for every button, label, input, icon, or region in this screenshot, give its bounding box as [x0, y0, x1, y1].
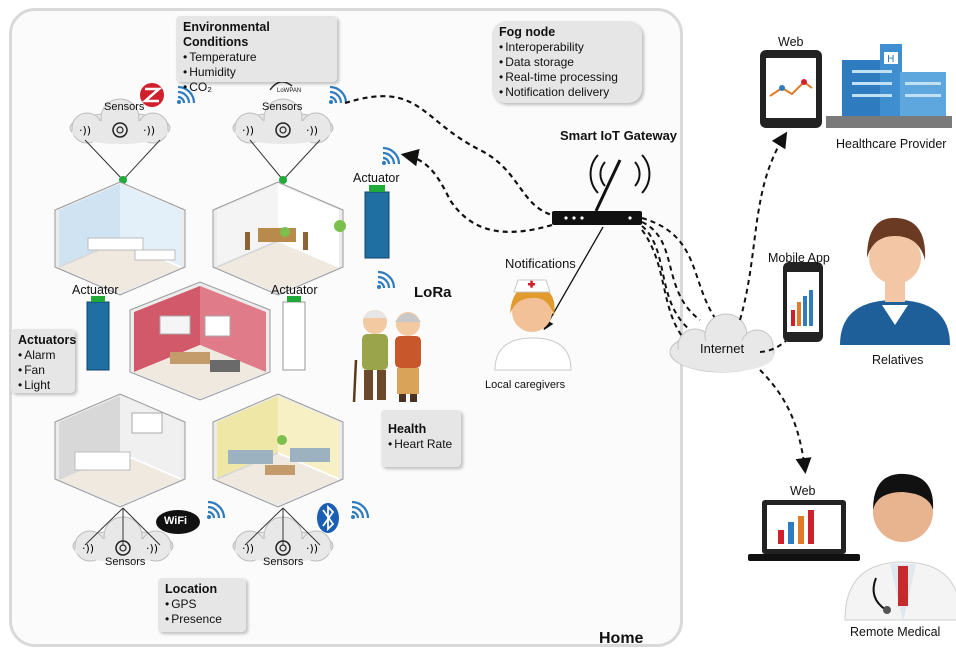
bubble-title: Actuators — [18, 333, 77, 347]
relatives-label: Relatives — [872, 353, 924, 367]
link-gateway-caregiver — [543, 226, 604, 331]
actuator-label: Actuator — [72, 283, 119, 297]
actuator-item: Fan — [18, 363, 68, 378]
nurse-icon — [494, 279, 572, 371]
fog-item: Interoperability — [499, 40, 635, 55]
hospital-icon: H — [826, 44, 952, 128]
home-label: Home — [599, 630, 644, 647]
link-sensors-gateway — [344, 95, 553, 217]
sensors-label: Sensors — [262, 101, 303, 113]
health-bubble: Health Heart Rate — [381, 410, 461, 467]
env-item: Temperature — [183, 50, 330, 65]
sensors-label: Sensors — [104, 101, 145, 113]
gateway-label: Smart IoT Gateway — [560, 128, 678, 143]
doctor-icon — [844, 473, 956, 622]
link-internet-web — [739, 131, 788, 321]
tablet-icon — [760, 50, 822, 128]
sensors-label: Sensors — [263, 556, 304, 568]
svg-text:H: H — [887, 54, 895, 65]
healthcare-provider-label: Healthcare Provider — [836, 137, 947, 151]
lowpan-label: LoWPAN — [277, 88, 302, 94]
internet-cloud — [669, 313, 775, 373]
fog-item: Notification delivery — [499, 85, 635, 100]
bubble-title: Health — [388, 422, 427, 436]
lora-label: LoRa — [414, 284, 452, 301]
bubble-title: Fog node — [499, 25, 556, 39]
fog-item: Real-time processing — [499, 70, 635, 85]
env-item: CO₂ — [183, 80, 330, 95]
fog-item: Data storage — [499, 55, 635, 70]
wireless-signal-icon — [205, 500, 226, 521]
link-gateway-actuator — [400, 148, 553, 233]
wireless-signal-icon — [380, 146, 401, 167]
actuator-label: Actuator — [353, 171, 400, 185]
notifications-label: Notifications — [505, 256, 576, 271]
link-internet-remote — [759, 369, 812, 474]
remote-medical-label: Remote Medical — [850, 625, 941, 639]
actuator-item: Alarm — [18, 348, 68, 363]
actuator-item: Light — [18, 378, 68, 393]
health-item: Heart Rate — [388, 437, 454, 452]
router-icon — [552, 154, 651, 225]
wifi-logo-icon — [156, 510, 200, 534]
bubble-title: Environmental Conditions — [183, 20, 270, 49]
bubble-title: Location — [165, 582, 218, 596]
woman-avatar-icon — [840, 217, 950, 345]
env-item: Humidity — [183, 65, 330, 80]
actuator-label: Actuator — [271, 283, 318, 297]
sensor-node-dot — [279, 176, 287, 184]
mobile-app-label: Mobile App — [768, 251, 830, 265]
web-label: Web — [778, 35, 804, 49]
wireless-signal-icon — [349, 500, 370, 521]
wifi-label: WiFi — [164, 515, 188, 527]
location-item: Presence — [165, 612, 239, 627]
wireless-signal-icon — [375, 270, 396, 291]
actuators-bubble: Actuators Alarm Fan Light — [11, 329, 77, 393]
elderly-couple-icon — [352, 310, 421, 403]
smartphone-icon — [783, 262, 823, 342]
wireless-signal-icon — [327, 85, 348, 106]
sensors-label: Sensors — [105, 556, 146, 568]
fog-node-bubble: Fog node Interoperability Data storage R… — [492, 21, 642, 103]
location-bubble: Location GPS Presence — [158, 578, 246, 632]
environmental-conditions-bubble: Environmental Conditions Temperature Hum… — [176, 16, 337, 94]
laptop-icon — [748, 500, 860, 561]
location-item: GPS — [165, 597, 239, 612]
internet-label: Internet — [700, 341, 745, 356]
web-label: Web — [790, 484, 816, 498]
local-caregivers-label: Local caregivers — [485, 379, 566, 391]
